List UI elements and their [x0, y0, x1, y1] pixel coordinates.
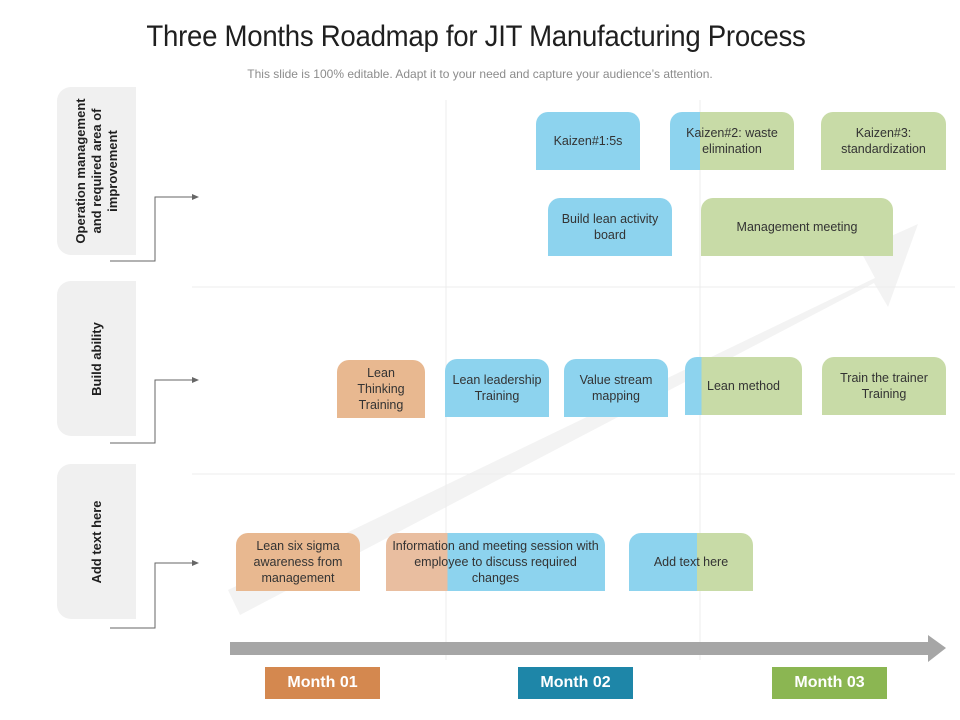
page-title: Three Months Roadmap for JIT Manufacturi…: [146, 20, 806, 53]
connector-arrow: [110, 562, 196, 629]
background-arrow: [228, 224, 918, 615]
page-subtitle: This slide is 100% editable. Adapt it to…: [247, 67, 713, 81]
task-lean-leadership[interactable]: Lean leadership Training: [445, 359, 549, 417]
month-01-badge: Month 01: [265, 667, 380, 699]
task-kaizen-1[interactable]: Kaizen#1:5s: [536, 112, 640, 170]
task-kaizen-2[interactable]: Kaizen#2: waste elimination: [670, 112, 794, 170]
month-03-badge: Month 03: [772, 667, 887, 699]
row-label-add-text: Add text here: [57, 464, 136, 619]
connector-arrow: [110, 379, 196, 444]
arrowhead: [192, 560, 199, 566]
task-value-stream[interactable]: Value stream mapping: [564, 359, 668, 417]
task-train-trainer[interactable]: Train the trainer Training: [822, 357, 946, 415]
task-build-lean-board[interactable]: Build lean activity board: [548, 198, 672, 256]
task-lean-thinking[interactable]: Lean Thinking Training: [337, 360, 425, 418]
task-info-meeting[interactable]: Information and meeting session with emp…: [386, 533, 605, 591]
row-label-build-ability: Build ability: [57, 281, 136, 436]
task-management-meeting[interactable]: Management meeting: [701, 198, 893, 256]
connector-arrow: [110, 196, 196, 262]
task-lean-six-sigma[interactable]: Lean six sigma awareness from management: [236, 533, 360, 591]
task-kaizen-3[interactable]: Kaizen#3: standardization: [821, 112, 946, 170]
timeline-bar: [230, 642, 930, 655]
arrowhead: [192, 377, 199, 383]
task-add-text[interactable]: Add text here: [629, 533, 753, 591]
row-label-operation: Operation management and required area o…: [57, 87, 136, 255]
timeline-arrowhead: [928, 635, 946, 662]
month-02-badge: Month 02: [518, 667, 633, 699]
task-lean-method[interactable]: Lean method: [685, 357, 802, 415]
arrowhead: [192, 194, 199, 200]
